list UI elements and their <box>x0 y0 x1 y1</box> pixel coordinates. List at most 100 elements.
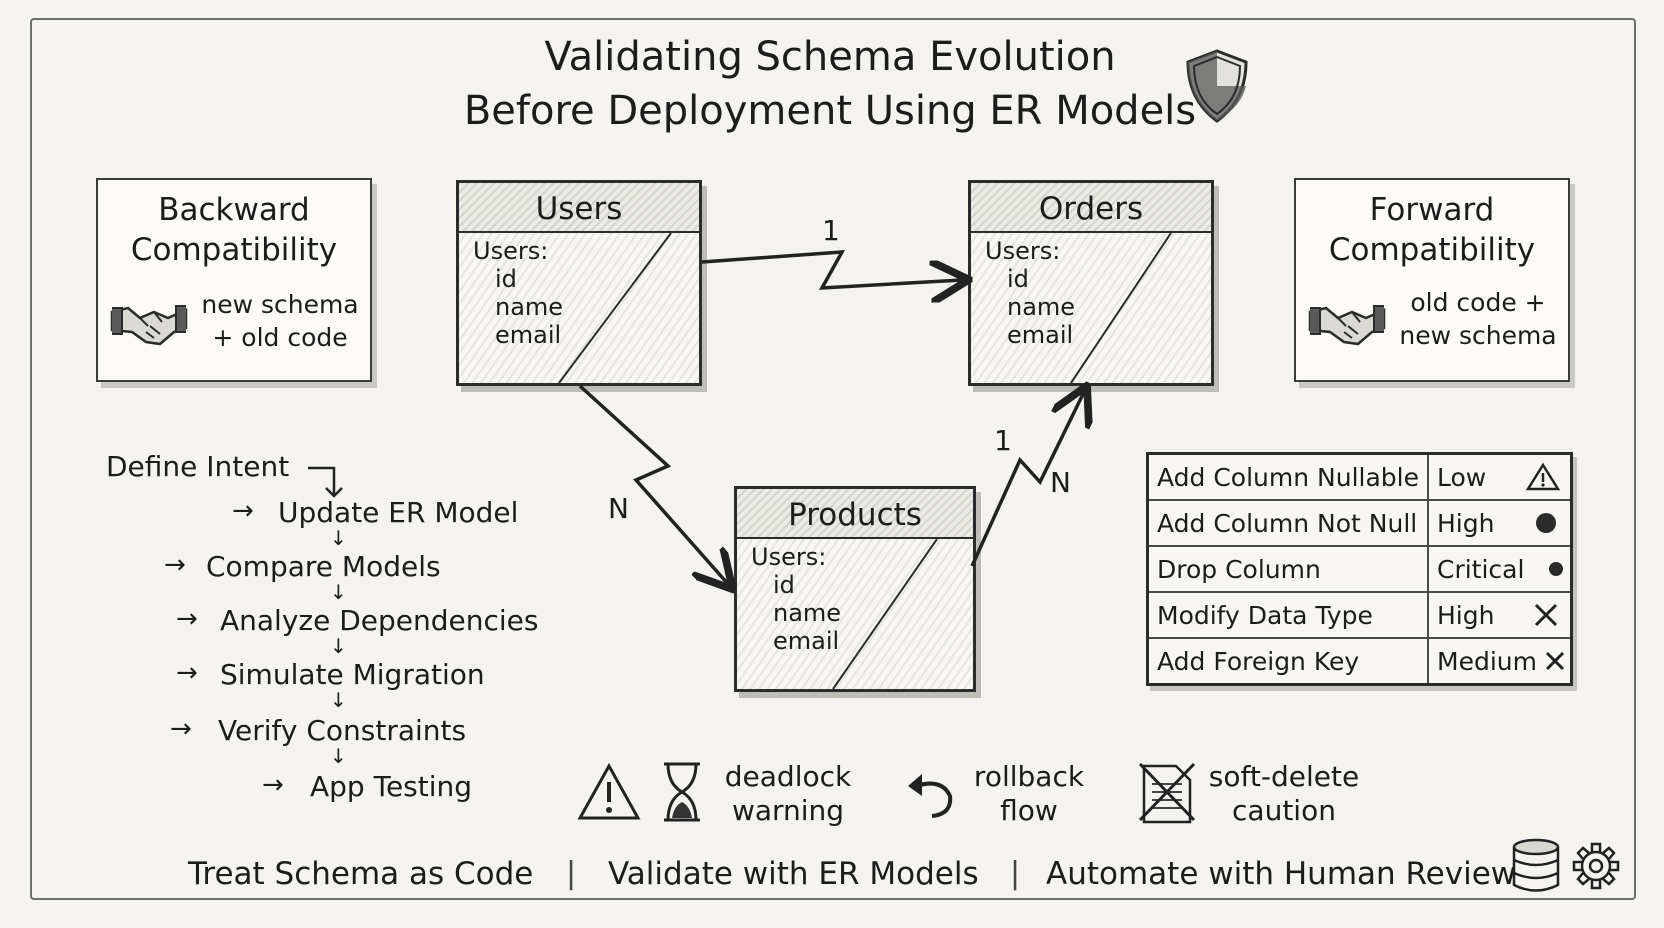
entity-label: Users: <box>751 543 827 571</box>
risk-level: High <box>1437 600 1495 630</box>
arrow-right-icon: → <box>170 714 192 744</box>
risk-level: Low <box>1437 462 1487 492</box>
forward-title: Forward Compatibility <box>1296 190 1568 270</box>
x-icon <box>1545 651 1565 671</box>
field-name: name <box>495 293 564 321</box>
entity-orders-body: Users: id name email <box>971 233 1211 383</box>
backward-compatibility-box: Backward Compatibility new schema + old … <box>96 178 372 382</box>
risk-change: Modify Data Type <box>1146 591 1429 639</box>
table-row: Add Foreign Key Medium <box>1146 637 1573 686</box>
risk-level: High <box>1437 508 1495 538</box>
footer-separator: | <box>1010 856 1021 891</box>
deadlock-text: deadlock <box>724 760 852 793</box>
arrow-right-icon: → <box>262 770 284 800</box>
risk-table: Add Column Nullable Low Add Column Not N… <box>1146 452 1573 686</box>
entity-orders-name: Orders <box>971 183 1211 233</box>
undo-icon <box>908 774 953 818</box>
warning-icon <box>1526 463 1560 491</box>
field-name: name <box>1007 293 1076 321</box>
entity-diagonal <box>1070 233 1172 383</box>
field-id: id <box>773 571 795 599</box>
flow-step: Verify Constraints <box>218 714 467 747</box>
risk-change: Add Column Nullable <box>1146 452 1429 501</box>
risk-level: Medium <box>1437 646 1537 676</box>
cardinality-label: 1 <box>994 424 1012 457</box>
risk-level: Critical <box>1437 554 1525 584</box>
table-row: Modify Data Type High <box>1146 591 1573 639</box>
flow-step: Compare Models <box>206 550 441 583</box>
page-title: Validating Schema Evolution Before Deplo… <box>380 30 1280 138</box>
entity-users: Users Users: id name email <box>456 180 702 386</box>
deadlock-warning: deadlock warning <box>718 760 858 828</box>
cardinality-label: N <box>1050 466 1071 499</box>
rollback-text: rollback <box>973 760 1085 793</box>
arrow-right-icon: → <box>232 496 254 526</box>
arrow-down-icon: ↓ <box>330 688 347 712</box>
soft-delete-caution: soft-delete caution <box>1204 760 1364 828</box>
hourglass-icon <box>664 762 700 822</box>
field-email: email <box>1007 321 1074 349</box>
risk-level-cell: Medium <box>1427 637 1573 686</box>
outer-frame <box>30 18 1636 900</box>
entity-products-fields: Users: id name email <box>751 543 841 655</box>
arrow-down-icon <box>308 466 343 498</box>
dot-icon <box>1536 513 1556 533</box>
forward-title-1: Forward <box>1369 192 1495 228</box>
forward-compatibility-box: Forward Compatibility old code + new sch… <box>1294 178 1570 382</box>
crossed-document-icon <box>1138 762 1196 824</box>
entity-products-body: Users: id name email <box>737 539 973 689</box>
flow-step: Analyze Dependencies <box>220 604 539 637</box>
risk-change: Drop Column <box>1146 545 1429 593</box>
arrow-right-icon: → <box>164 550 186 580</box>
entity-users-fields: Users: id name email <box>473 237 563 349</box>
field-name: name <box>773 599 842 627</box>
warning-text: warning <box>731 794 845 827</box>
forward-note-1: old code + <box>1410 288 1546 317</box>
arrow-down-icon: ↓ <box>330 526 347 550</box>
x-icon <box>1534 603 1558 627</box>
caution-text: caution <box>1232 794 1336 827</box>
forward-note-2: new schema <box>1399 321 1557 350</box>
arrow-right-icon: → <box>176 658 198 688</box>
warning-icon <box>577 762 641 820</box>
flow-step: Define Intent <box>106 450 290 483</box>
risk-change: Add Column Not Null <box>1146 499 1429 547</box>
entity-orders-fields: Users: id name email <box>985 237 1075 349</box>
entity-label: Users: <box>473 237 549 265</box>
arrow-down-icon: ↓ <box>330 634 347 658</box>
footer-principle: Validate with ER Models <box>608 856 979 892</box>
table-row: Add Column Nullable Low <box>1146 452 1573 501</box>
cardinality-label: N <box>608 492 629 525</box>
entity-label: Users: <box>985 237 1061 265</box>
footer-principle: Automate with Human Review <box>1046 856 1517 892</box>
backward-note: new schema + old code <box>194 288 366 354</box>
footer-separator: | <box>566 856 577 891</box>
risk-level-cell: Low <box>1427 452 1573 501</box>
entity-products: Products Users: id name email <box>734 486 976 692</box>
backward-note-2: + old code <box>212 323 348 352</box>
table-row: Add Column Not Null High <box>1146 499 1573 547</box>
entity-diagonal <box>832 539 938 689</box>
handshake-icon <box>110 305 188 346</box>
entity-orders: Orders Users: id name email <box>968 180 1214 386</box>
risk-level-cell: High <box>1427 591 1573 639</box>
entity-diagonal <box>558 233 672 383</box>
risk-change: Add Foreign Key <box>1146 637 1429 686</box>
entity-products-name: Products <box>737 489 973 539</box>
forward-note: old code + new schema <box>1392 286 1564 352</box>
rollback-flow: rollback flow <box>964 760 1094 828</box>
forward-title-2: Compatibility <box>1328 232 1536 268</box>
flow-step: App Testing <box>310 770 473 803</box>
title-line-2: Before Deployment Using ER Models <box>463 88 1197 134</box>
arrow-down-icon: ↓ <box>330 744 347 768</box>
table-row: Drop Column Critical <box>1146 545 1573 593</box>
flow-step: Simulate Migration <box>220 658 485 691</box>
field-email: email <box>495 321 562 349</box>
entity-users-body: Users: id name email <box>459 233 699 383</box>
field-id: id <box>495 265 517 293</box>
backward-title-2: Compatibility <box>130 232 338 268</box>
arrow-down-icon: ↓ <box>330 580 347 604</box>
soft-delete-text: soft-delete <box>1208 760 1360 793</box>
handshake-icon <box>1308 305 1386 346</box>
